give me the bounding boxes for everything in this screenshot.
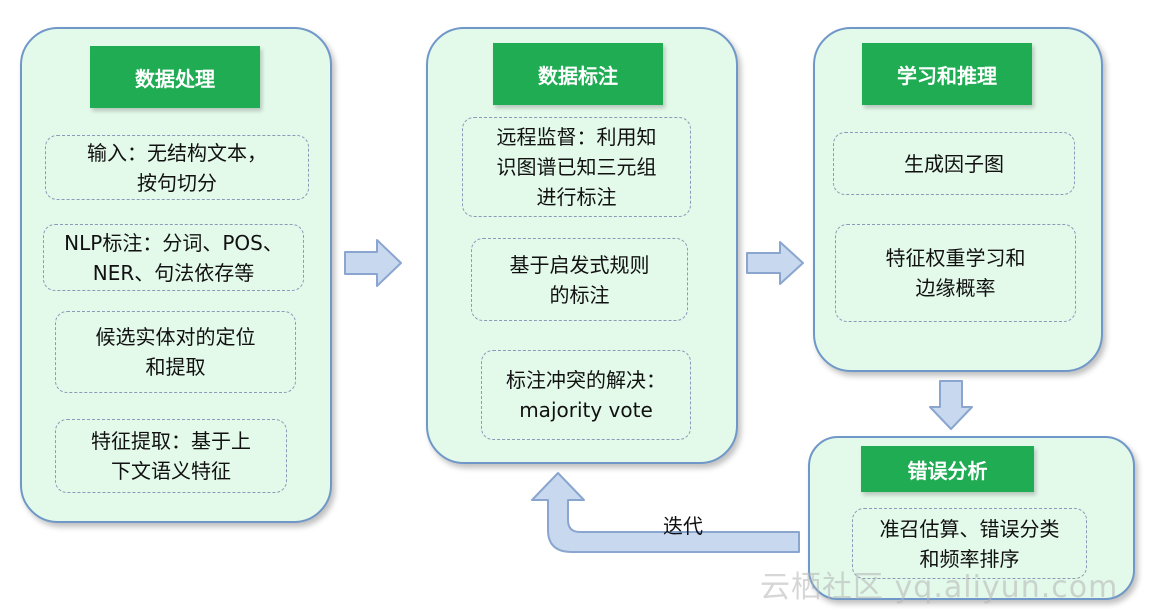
step-heuristic-rules: 基于启发式规则 的标注 xyxy=(471,238,688,321)
panel-learning-inference-title: 学习和推理 xyxy=(862,43,1032,105)
step-factor-graph: 生成因子图 xyxy=(833,132,1075,195)
step-distant-supervision: 远程监督：利用知 识图谱已知三元组 进行标注 xyxy=(462,117,691,217)
panel-error-analysis-title: 错误分析 xyxy=(861,446,1034,492)
arrow-down-icon xyxy=(929,380,973,430)
arrow-right-icon xyxy=(746,241,804,285)
step-nlp-annotation: NLP标注：分词、POS、 NER、句法依存等 xyxy=(43,224,304,291)
step-weight-learning: 特征权重学习和 边缘概率 xyxy=(835,224,1076,322)
step-candidate-extraction: 候选实体对的定位 和提取 xyxy=(55,311,296,393)
watermark: 云栖社区 yq.aliyun.com xyxy=(760,570,1119,605)
step-input-text: 输入：无结构文本， 按句切分 xyxy=(45,135,309,200)
panel-data-processing xyxy=(20,27,332,523)
panel-data-labeling-title: 数据标注 xyxy=(493,43,663,105)
step-feature-extraction: 特征提取：基于上 下文语义特征 xyxy=(55,419,287,493)
arrow-right-icon xyxy=(344,239,402,287)
step-conflict-resolution: 标注冲突的解决： majority vote xyxy=(481,350,691,440)
iteration-label: 迭代 xyxy=(663,514,703,538)
panel-data-processing-title: 数据处理 xyxy=(90,46,260,108)
step-error-estimation: 准召估算、错误分类 和频率排序 xyxy=(852,508,1087,579)
iteration-arrow-icon xyxy=(531,472,800,553)
